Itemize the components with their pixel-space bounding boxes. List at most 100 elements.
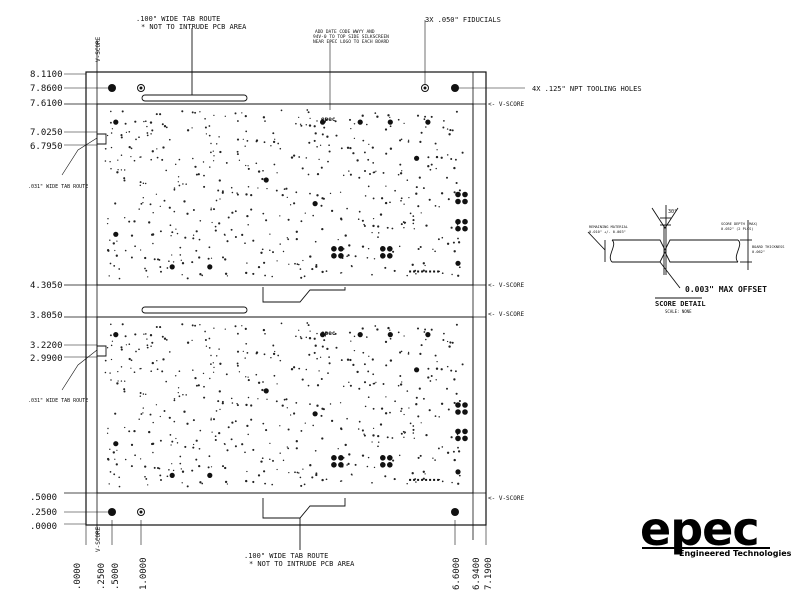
via bbox=[142, 182, 145, 184]
via bbox=[185, 394, 187, 396]
via bbox=[366, 336, 368, 338]
via bbox=[457, 446, 459, 449]
via bbox=[208, 337, 211, 340]
via bbox=[455, 181, 458, 185]
y-dim-label: 4.3050 bbox=[30, 281, 63, 291]
via bbox=[130, 234, 134, 237]
via bbox=[178, 395, 181, 398]
via bbox=[457, 237, 459, 240]
via bbox=[438, 416, 440, 418]
via bbox=[202, 372, 205, 375]
via bbox=[369, 384, 371, 387]
via bbox=[192, 209, 195, 211]
via bbox=[392, 459, 395, 462]
via bbox=[295, 122, 297, 125]
via bbox=[210, 257, 213, 259]
via bbox=[184, 445, 187, 448]
via bbox=[221, 256, 225, 259]
via bbox=[299, 336, 302, 338]
via bbox=[295, 440, 298, 443]
via bbox=[304, 212, 306, 214]
via bbox=[361, 219, 364, 222]
mounting-hole bbox=[113, 231, 119, 237]
via bbox=[394, 400, 396, 403]
via bbox=[111, 340, 114, 342]
via bbox=[409, 422, 412, 425]
board-logo-top: epec bbox=[321, 116, 336, 123]
via bbox=[377, 225, 380, 228]
pad bbox=[331, 246, 337, 252]
via bbox=[226, 240, 229, 243]
via bbox=[130, 465, 133, 468]
via bbox=[104, 371, 107, 374]
via bbox=[204, 338, 207, 342]
via bbox=[128, 145, 131, 149]
via bbox=[412, 219, 415, 222]
y-dim-label: 7.0250 bbox=[30, 128, 63, 138]
via bbox=[138, 136, 140, 139]
via bbox=[218, 136, 220, 138]
via bbox=[295, 191, 298, 194]
via bbox=[106, 222, 109, 225]
via bbox=[194, 324, 197, 327]
via bbox=[120, 366, 123, 368]
via bbox=[104, 147, 107, 150]
via bbox=[316, 332, 318, 335]
pad bbox=[425, 478, 428, 481]
via bbox=[420, 131, 423, 134]
via bbox=[110, 379, 112, 381]
pad bbox=[455, 435, 461, 442]
via bbox=[108, 483, 110, 485]
via bbox=[321, 197, 324, 200]
via bbox=[169, 224, 172, 227]
y-dim-label: 3.2200 bbox=[30, 341, 63, 351]
via bbox=[199, 220, 202, 222]
via bbox=[294, 471, 296, 474]
via bbox=[415, 481, 417, 483]
via bbox=[215, 143, 218, 145]
via bbox=[210, 354, 212, 357]
via bbox=[199, 111, 201, 113]
pad bbox=[462, 435, 468, 442]
via bbox=[152, 451, 154, 454]
via bbox=[319, 356, 322, 358]
via bbox=[384, 128, 388, 131]
via bbox=[192, 369, 194, 371]
via bbox=[257, 381, 261, 384]
via bbox=[255, 373, 258, 376]
via bbox=[337, 238, 339, 241]
via bbox=[272, 251, 274, 254]
via bbox=[408, 196, 410, 199]
via bbox=[273, 163, 276, 166]
via bbox=[377, 434, 380, 438]
via bbox=[170, 444, 172, 446]
via bbox=[192, 443, 195, 446]
via bbox=[453, 250, 456, 253]
via bbox=[289, 204, 292, 206]
via bbox=[313, 351, 316, 354]
via bbox=[285, 187, 288, 190]
via bbox=[262, 328, 266, 332]
board-bottom-components bbox=[104, 322, 468, 488]
via bbox=[412, 215, 415, 217]
via bbox=[420, 422, 422, 424]
via bbox=[441, 236, 444, 239]
via bbox=[399, 163, 402, 166]
via bbox=[134, 245, 136, 248]
via bbox=[452, 241, 455, 244]
via bbox=[302, 468, 304, 470]
via bbox=[298, 472, 300, 474]
via bbox=[210, 207, 212, 209]
via bbox=[283, 188, 286, 190]
via bbox=[325, 270, 328, 272]
via bbox=[134, 333, 137, 336]
via bbox=[315, 472, 318, 475]
via bbox=[247, 379, 250, 382]
pad bbox=[433, 478, 436, 481]
via bbox=[295, 237, 298, 241]
via bbox=[211, 431, 213, 433]
via bbox=[315, 473, 318, 477]
via bbox=[168, 138, 171, 141]
via bbox=[250, 193, 253, 197]
via bbox=[350, 265, 353, 267]
